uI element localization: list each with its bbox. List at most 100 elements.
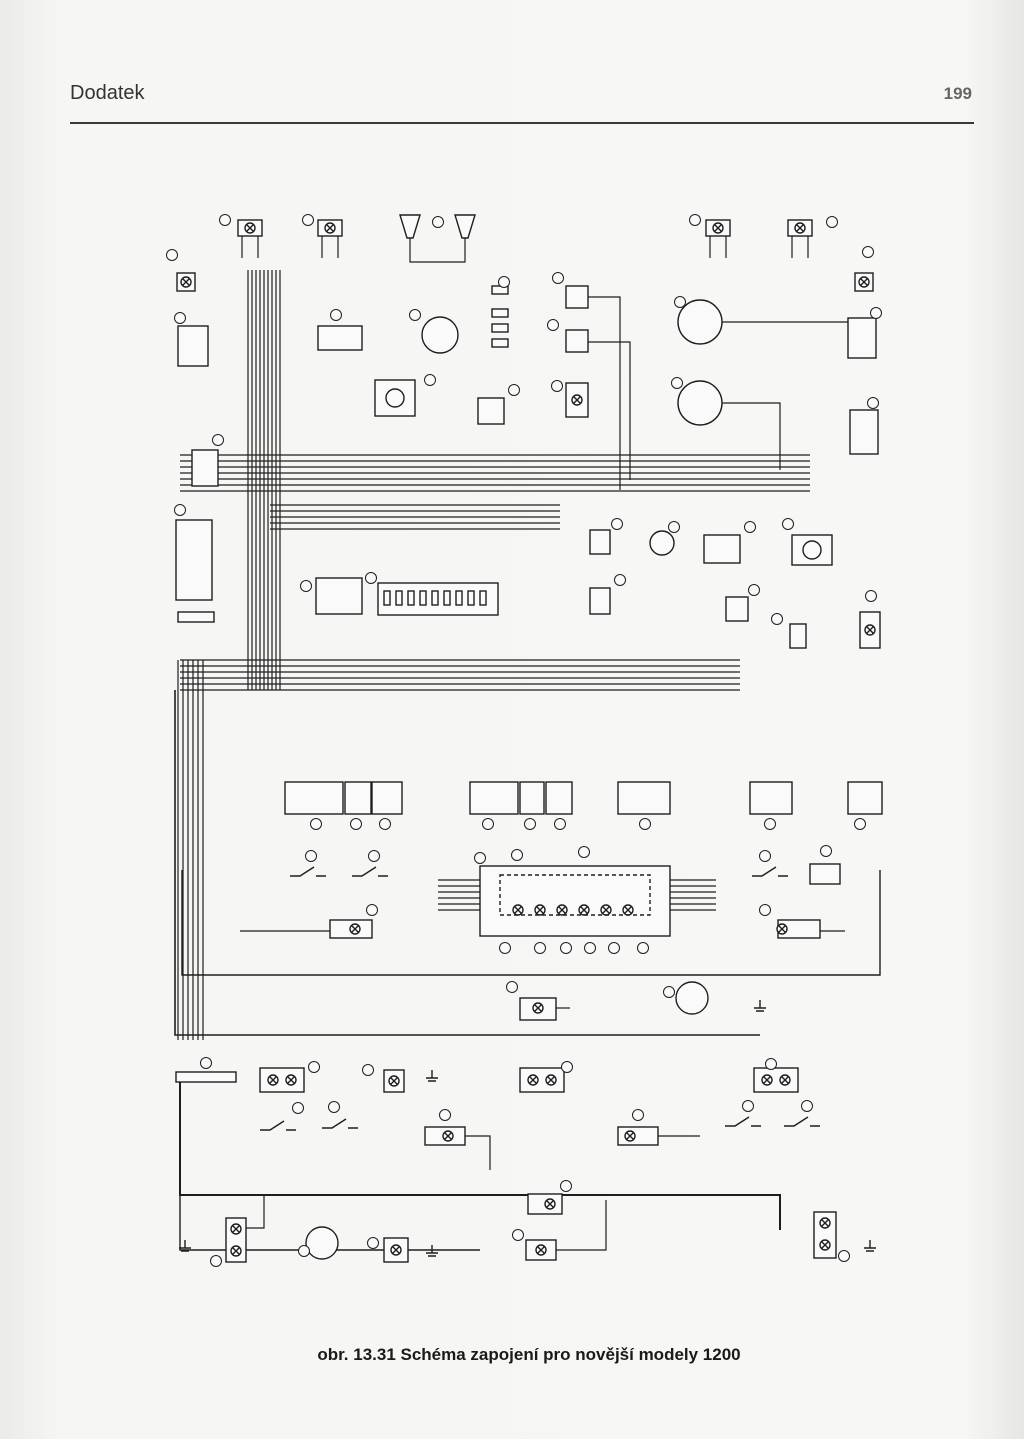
fuse: [443, 590, 451, 606]
switch-panel: [749, 781, 793, 815]
component-number-marker: [298, 1245, 310, 1257]
component-number-marker: [524, 818, 536, 830]
component-number-marker: [508, 384, 520, 396]
component-number-marker: [826, 216, 838, 228]
switch-panel: [469, 781, 519, 815]
component-number-marker: [300, 580, 312, 592]
relay-panel: [175, 519, 213, 601]
component-number-marker: [764, 818, 776, 830]
component-number-marker: [368, 850, 380, 862]
ground-icon: [864, 1240, 876, 1252]
connector-block: [177, 611, 215, 623]
component-number-marker: [482, 818, 494, 830]
component-number-marker: [212, 434, 224, 446]
lamp-cross: [573, 396, 581, 404]
component-number-marker: [308, 1061, 320, 1073]
page-number: 199: [943, 84, 972, 103]
wire: [586, 341, 631, 480]
component-number-marker: [632, 1109, 644, 1121]
lamp-cross: [246, 224, 254, 232]
lamp-cross: [390, 1077, 398, 1085]
relay-block: [849, 409, 879, 455]
resistor-block: [789, 623, 807, 649]
component-number-marker: [498, 276, 510, 288]
component-number-marker: [820, 845, 832, 857]
component-number-marker: [534, 942, 546, 954]
component-number-marker: [552, 272, 564, 284]
component-number-marker: [578, 846, 590, 858]
gauge-icon: [649, 530, 675, 556]
lamp-cross: [546, 1200, 554, 1208]
component-number-marker: [838, 1250, 850, 1262]
component-number-marker: [554, 818, 566, 830]
switch-icon: [290, 866, 326, 877]
switch-block: [703, 534, 741, 564]
wire: [556, 1200, 607, 1251]
connector-block: [175, 1071, 237, 1083]
component-number-marker: [560, 1180, 572, 1192]
component-number-marker: [219, 214, 231, 226]
distributor-icon: [421, 316, 459, 354]
ground-icon: [426, 1070, 438, 1082]
fuse: [419, 590, 427, 606]
rear-lamp-cluster: [259, 1067, 305, 1093]
pump-icon: [305, 1226, 339, 1260]
component-number-marker: [854, 818, 866, 830]
fuse-block: [491, 308, 509, 318]
lamp-cross: [537, 1246, 545, 1254]
component-number-marker: [305, 850, 317, 862]
component-number-marker: [439, 1109, 451, 1121]
relay-block: [809, 863, 841, 885]
switch-icon: [322, 1118, 358, 1129]
lamp-cross: [232, 1225, 240, 1233]
lamp-cross: [558, 906, 566, 914]
wire: [409, 238, 466, 263]
wire: [246, 1195, 265, 1229]
component-number-marker: [547, 319, 559, 331]
switch-panel: [519, 781, 545, 815]
component-number-marker: [506, 981, 518, 993]
wire: [174, 690, 760, 1036]
component-number-marker: [560, 942, 572, 954]
ground-icon: [179, 1240, 191, 1252]
component-number-marker: [771, 613, 783, 625]
component-number-marker: [782, 518, 794, 530]
header-rule: [70, 122, 974, 124]
lamp-cross: [580, 906, 588, 914]
lamp-cross: [444, 1132, 452, 1140]
rear-lamp-cluster: [519, 1067, 565, 1093]
lamp-cross: [269, 1076, 277, 1084]
lamp-cross: [232, 1247, 240, 1255]
component-number-marker: [584, 942, 596, 954]
lamp-cross: [626, 1132, 634, 1140]
component-number-marker: [292, 1102, 304, 1114]
component-number-marker: [362, 1064, 374, 1076]
motor-icon: [802, 540, 822, 560]
lamp-switch: [617, 1126, 659, 1146]
fuse: [383, 590, 391, 606]
component-number-marker: [639, 818, 651, 830]
component-number-marker: [759, 850, 771, 862]
lamp-cross: [866, 626, 874, 634]
component-number-marker: [330, 309, 342, 321]
switch-icon: [752, 866, 788, 877]
component-number-marker: [366, 904, 378, 916]
fuse-block: [491, 338, 509, 348]
figure-caption: obr. 13.31 Schéma zapojení pro novější m…: [317, 1345, 741, 1364]
switch-block: [589, 529, 611, 555]
component-number-marker: [511, 849, 523, 861]
wire: [179, 1075, 781, 1230]
component-number-marker: [512, 1229, 524, 1241]
component-number-marker: [765, 1058, 777, 1070]
switch-panel: [344, 781, 372, 815]
component-number-marker: [302, 214, 314, 226]
component-number-marker: [328, 1101, 340, 1113]
component-number-marker: [614, 574, 626, 586]
lamp-cross: [514, 906, 522, 914]
lamp-cross: [529, 1076, 537, 1084]
lamp-cross: [821, 1219, 829, 1227]
component-number-marker: [367, 1237, 379, 1249]
component-number-marker: [499, 942, 511, 954]
